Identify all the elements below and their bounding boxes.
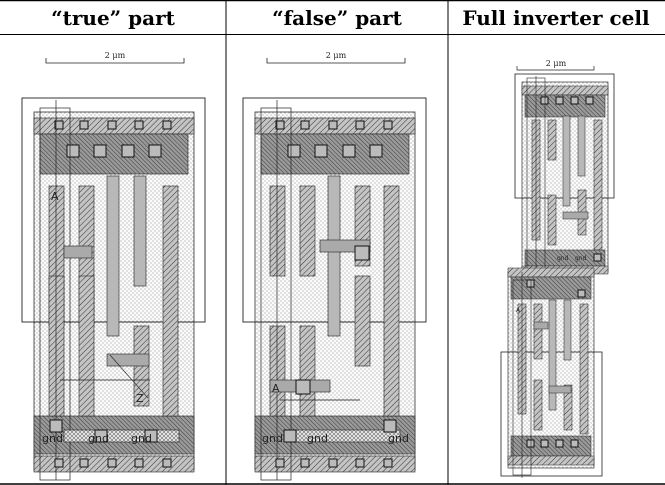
pin-label-gnd: gnd: [388, 432, 409, 445]
pin-label-a: A: [272, 382, 280, 395]
pin-label-z: Z: [136, 392, 144, 405]
pin-label-gnd: gnd: [575, 255, 587, 262]
pin-label-gnd: gnd: [262, 432, 283, 445]
scale-label: 2 μm: [105, 51, 126, 60]
pin-label-gnd: gnd: [557, 255, 569, 262]
pin-label-gnd: gnd: [88, 432, 109, 445]
header-false-part: “false” part: [272, 6, 403, 30]
header-full-inverter-cell: Full inverter cell: [462, 6, 650, 30]
scale-label: 2 μm: [326, 51, 347, 60]
pin-label-gnd: gnd: [307, 432, 328, 445]
scale-bar-full: 2 μm: [516, 59, 595, 71]
scale-bar-true: 2 μm: [45, 51, 185, 64]
pin-label-gnd: gnd: [42, 432, 63, 445]
pin-label-a: A: [51, 190, 59, 203]
header-true-part: “true” part: [51, 6, 175, 30]
layout-false-part: [242, 97, 427, 481]
layout-true-part: [21, 97, 206, 481]
layout-full-cell: [500, 73, 615, 478]
pin-label-a: A: [516, 307, 521, 314]
pin-label-gnd: gnd: [131, 432, 152, 445]
scale-label: 2 μm: [546, 59, 567, 68]
scale-bar-false: 2 μm: [266, 51, 406, 64]
